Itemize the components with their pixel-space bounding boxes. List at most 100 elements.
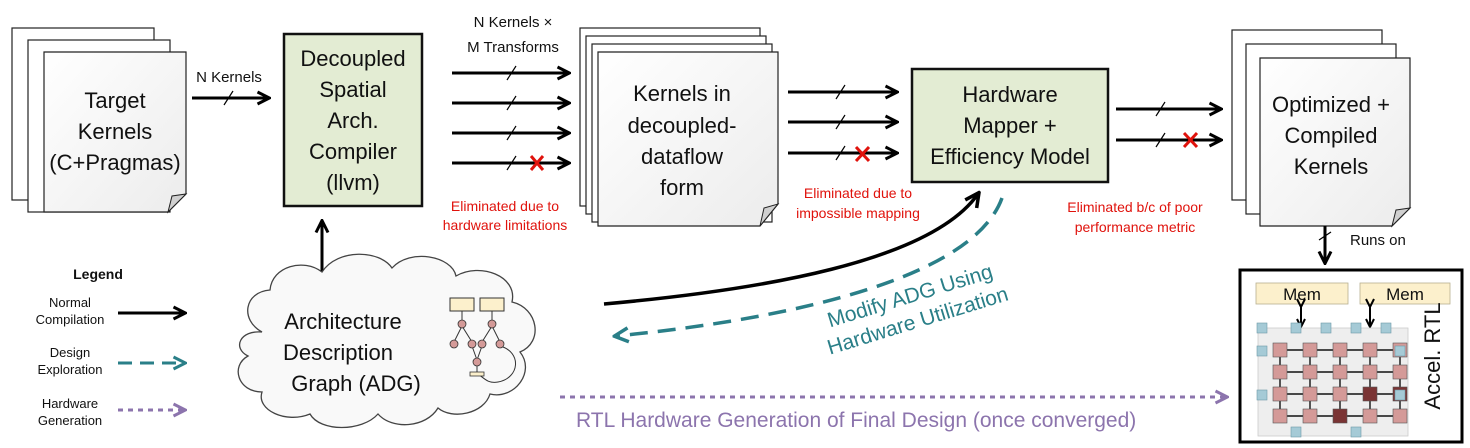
eliminated-map-line-2: impossible mapping [796,205,920,221]
dataflow-line-3: dataflow [641,144,723,169]
bus-slash [835,114,846,130]
legend-normal-line-1: Normal [49,295,91,310]
processing-element [1392,408,1408,424]
bus-slash [223,90,234,106]
processing-element [1272,386,1288,402]
io-port [1380,322,1392,334]
bus-slash [506,65,517,81]
mem-right-label: Mem [1386,285,1424,304]
processing-element [1332,364,1348,380]
processing-element [1332,408,1348,424]
io-port [1256,389,1268,401]
bus-slash [835,145,846,161]
mapper-line-1: Hardware [962,82,1057,107]
red-x-icon [1182,131,1199,149]
bus-slash [506,95,517,111]
accel-rtl-box: Mem Mem Accel. RTL [1238,268,1464,444]
compiler-line-2: Spatial [319,77,386,102]
legend-design-line-2: Exploration [37,362,102,377]
processing-element [1302,408,1318,424]
processing-element [1332,386,1348,402]
target-kernels-stack: Target Kernels (C+Pragmas) [11,27,188,214]
processing-element [1272,408,1288,424]
legend-hardware-line-2: Generation [38,413,102,428]
optimized-kernels-stack: Optimized + Compiled Kernels [1231,29,1412,228]
n-kernels-label: N Kernels [196,69,262,86]
compiler-box: Decoupled Spatial Arch. Compiler (llvm) [282,32,424,208]
bus-slash [506,125,517,141]
optimized-line-1: Optimized + [1272,92,1390,117]
processing-element [1272,364,1288,380]
processing-element [1392,364,1408,380]
dataflow-line-1: Kernels in [633,81,731,106]
processing-element [1362,386,1378,402]
bus-slash [835,84,846,100]
eliminated-hw-line-2: hardware limitations [443,217,568,233]
processing-element [1362,364,1378,380]
processing-element [1302,386,1318,402]
mapper-line-3: Efficiency Model [930,144,1090,169]
processing-element [1332,342,1348,358]
io-port [1256,345,1268,357]
adg-graph-icon [449,297,516,383]
mapper-input-arrows [788,84,896,163]
io-port [1394,389,1406,401]
target-kernels-line-2: Kernels [78,119,153,144]
red-x-icon [529,155,545,171]
bus-slash [1155,101,1166,117]
runs-on-label: Runs on [1350,232,1406,249]
io-port [1394,345,1406,357]
compiler-line-1: Decoupled [300,46,405,71]
legend-design-line-1: Design [50,345,90,360]
pe-grid [1256,322,1408,438]
transforms-label-line-2: M Transforms [467,39,559,56]
eliminated-hw-line-1: Eliminated due to [451,198,559,214]
processing-element [1362,408,1378,424]
mem-block-right [1359,282,1451,305]
transforms-label-line-1: N Kernels × [474,14,553,31]
mem-left-label: Mem [1283,285,1321,304]
legend: Legend Normal Compilation Design Explora… [36,266,184,428]
processing-element [1362,342,1378,358]
legend-title: Legend [73,266,123,282]
compiler-line-3: Arch. [327,108,378,133]
bus-slash [1155,132,1166,148]
transform-arrows [452,65,568,171]
adg-cloud: Architecture Description Graph (ADG) [237,253,536,429]
optimized-line-2: Compiled [1285,123,1378,148]
io-port [1290,322,1302,334]
adg-line-3: Graph (ADG) [291,371,421,396]
adg-line-1: Architecture [284,309,401,334]
legend-normal-line-2: Compilation [36,312,105,327]
io-port [1290,426,1302,438]
adg-line-2: Description [283,340,393,365]
io-port [1256,322,1268,334]
mapper-line-2: Mapper + [963,113,1057,138]
io-port [1350,322,1362,334]
processing-element [1302,364,1318,380]
target-kernels-line-1: Target [84,88,145,113]
legend-hardware-line-1: Hardware [42,396,98,411]
compiler-line-5: (llvm) [326,170,380,195]
eliminated-perf-line-2: performance metric [1075,219,1196,235]
io-port [1320,322,1332,334]
accel-rtl-label: Accel. RTL [1420,302,1445,409]
mapper-output-arrows [1116,101,1220,149]
dataflow-line-2: decoupled- [628,113,737,138]
eliminated-perf-line-1: Eliminated b/c of poor [1067,199,1203,215]
mapper-box: Hardware Mapper + Efficiency Model [910,67,1110,184]
red-x-icon [854,145,871,163]
processing-element [1302,342,1318,358]
dataflow-kernels-stack: Kernels in decoupled- dataflow form [579,27,780,227]
processing-element [1272,342,1288,358]
bus-slash [1318,231,1332,241]
optimized-line-3: Kernels [1294,154,1369,179]
eliminated-map-line-1: Eliminated due to [804,185,912,201]
dataflow-line-4: form [660,175,704,200]
rtl-generation-label: RTL Hardware Generation of Final Design … [576,409,1136,432]
target-kernels-line-3: (C+Pragmas) [49,150,180,175]
design-exploration-arrow [616,197,1004,336]
adg-to-mapper-arrow [603,194,978,306]
compiler-line-4: Compiler [309,139,397,164]
